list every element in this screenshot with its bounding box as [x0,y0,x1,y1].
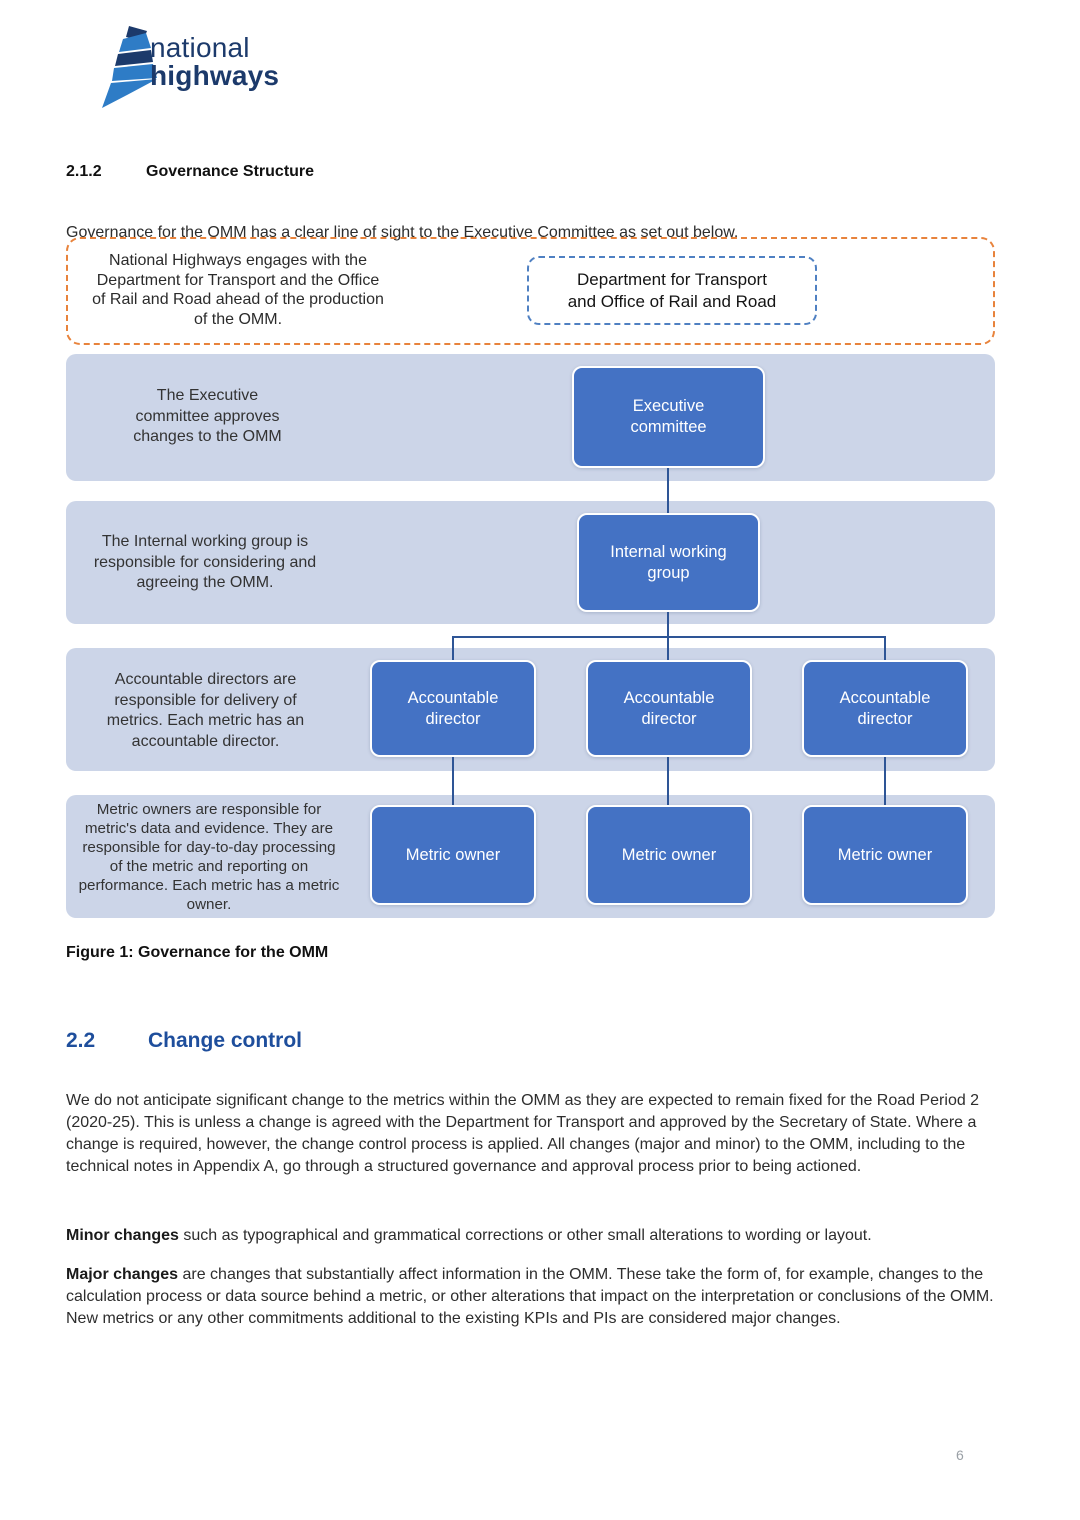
accountable-director-label-3: Accountable director [839,688,931,728]
dft-orr-box: Department for Transport and Office of R… [527,256,817,325]
governance-band-metric-owners: Metric owners are responsible for metric… [66,795,995,918]
section-number: 2.1.2 [66,163,102,180]
internal-working-group-box: Internal working group [577,513,760,612]
dft-orr-label: Department for Transport and Office of R… [567,269,777,311]
metric-owner-label-3: Metric owner [837,845,933,864]
connector-exec-to-iwg [667,468,669,513]
executive-committee-label: Executive committee [630,397,707,436]
logo-word-national: national [150,32,250,63]
major-changes-text: are changes that substantially affect in… [66,1266,994,1327]
accountable-director-box-3: Accountable director [802,660,968,757]
section-title: Governance Structure [146,163,315,180]
minor-changes-text: such as typographical and grammatical co… [178,1227,872,1244]
figure-caption: Figure 1: Governance for the OMM [66,944,329,961]
connector-director-to-owner-left [452,757,454,805]
metric-owner-box-2: Metric owner [586,805,752,905]
connector-director-to-owner-right [884,757,886,805]
minor-changes-lead: Minor changes [66,1227,179,1244]
accountable-director-box-1: Accountable director [370,660,536,757]
connector-branch-horizontal [452,636,886,638]
change-control-paragraph: We do not anticipate significant change … [66,1092,980,1175]
governance-intro-paragraph: Governance for the OMM has a clear line … [66,224,739,241]
connector-branch-drop-left [452,636,454,660]
internal-working-group-label: Internal working group [610,542,727,582]
section-heading-change-control: 2.2 Change control [66,1029,302,1053]
governance-band-accountable-directors: Accountable directors are responsible fo… [66,648,995,771]
external-engagement-callout: National Highways engages with the Depar… [66,237,995,345]
metric-owners-note: Metric owners are responsible for metric… [78,801,340,913]
major-changes-lead: Major changes [66,1266,179,1283]
national-highways-logo: national highways [150,34,279,91]
section-number: 2.2 [66,1029,96,1052]
metric-owner-box-1: Metric owner [370,805,536,905]
connector-director-to-owner-middle [667,757,669,805]
metric-owner-label-1: Metric owner [405,845,501,864]
minor-changes-paragraph: Minor changes such as typographical and … [66,1225,1002,1247]
connector-branch-drop-right [884,636,886,660]
connector-branch-drop-middle [667,636,669,660]
accountable-director-label-1: Accountable director [407,688,499,728]
major-changes-paragraph: Major changes are changes that substanti… [66,1264,1002,1330]
executive-committee-box: Executive committee [572,366,765,468]
section-title: Change control [148,1029,303,1052]
metric-owner-box-3: Metric owner [802,805,968,905]
metric-owner-label-2: Metric owner [621,845,717,864]
working-group-note: The Internal working group is responsibl… [93,533,317,591]
executive-note: The Executive committee approves changes… [133,387,282,445]
connector-iwg-down [667,612,669,636]
section-heading-governance-structure: 2.1.2 Governance Structure [66,163,314,181]
governance-band-executive: The Executive committee approves changes… [66,354,995,481]
accountable-director-label-2: Accountable director [623,688,715,728]
engagement-note: National Highways engages with the Depar… [92,252,384,328]
logo-word-highways: highways [150,60,280,91]
governance-band-working-group: The Internal working group is responsibl… [66,501,995,624]
page-number: 6 [956,1447,964,1463]
national-highways-road-icon [102,26,157,108]
accountable-director-box-2: Accountable director [586,660,752,757]
accountable-directors-note: Accountable directors are responsible fo… [106,671,305,750]
